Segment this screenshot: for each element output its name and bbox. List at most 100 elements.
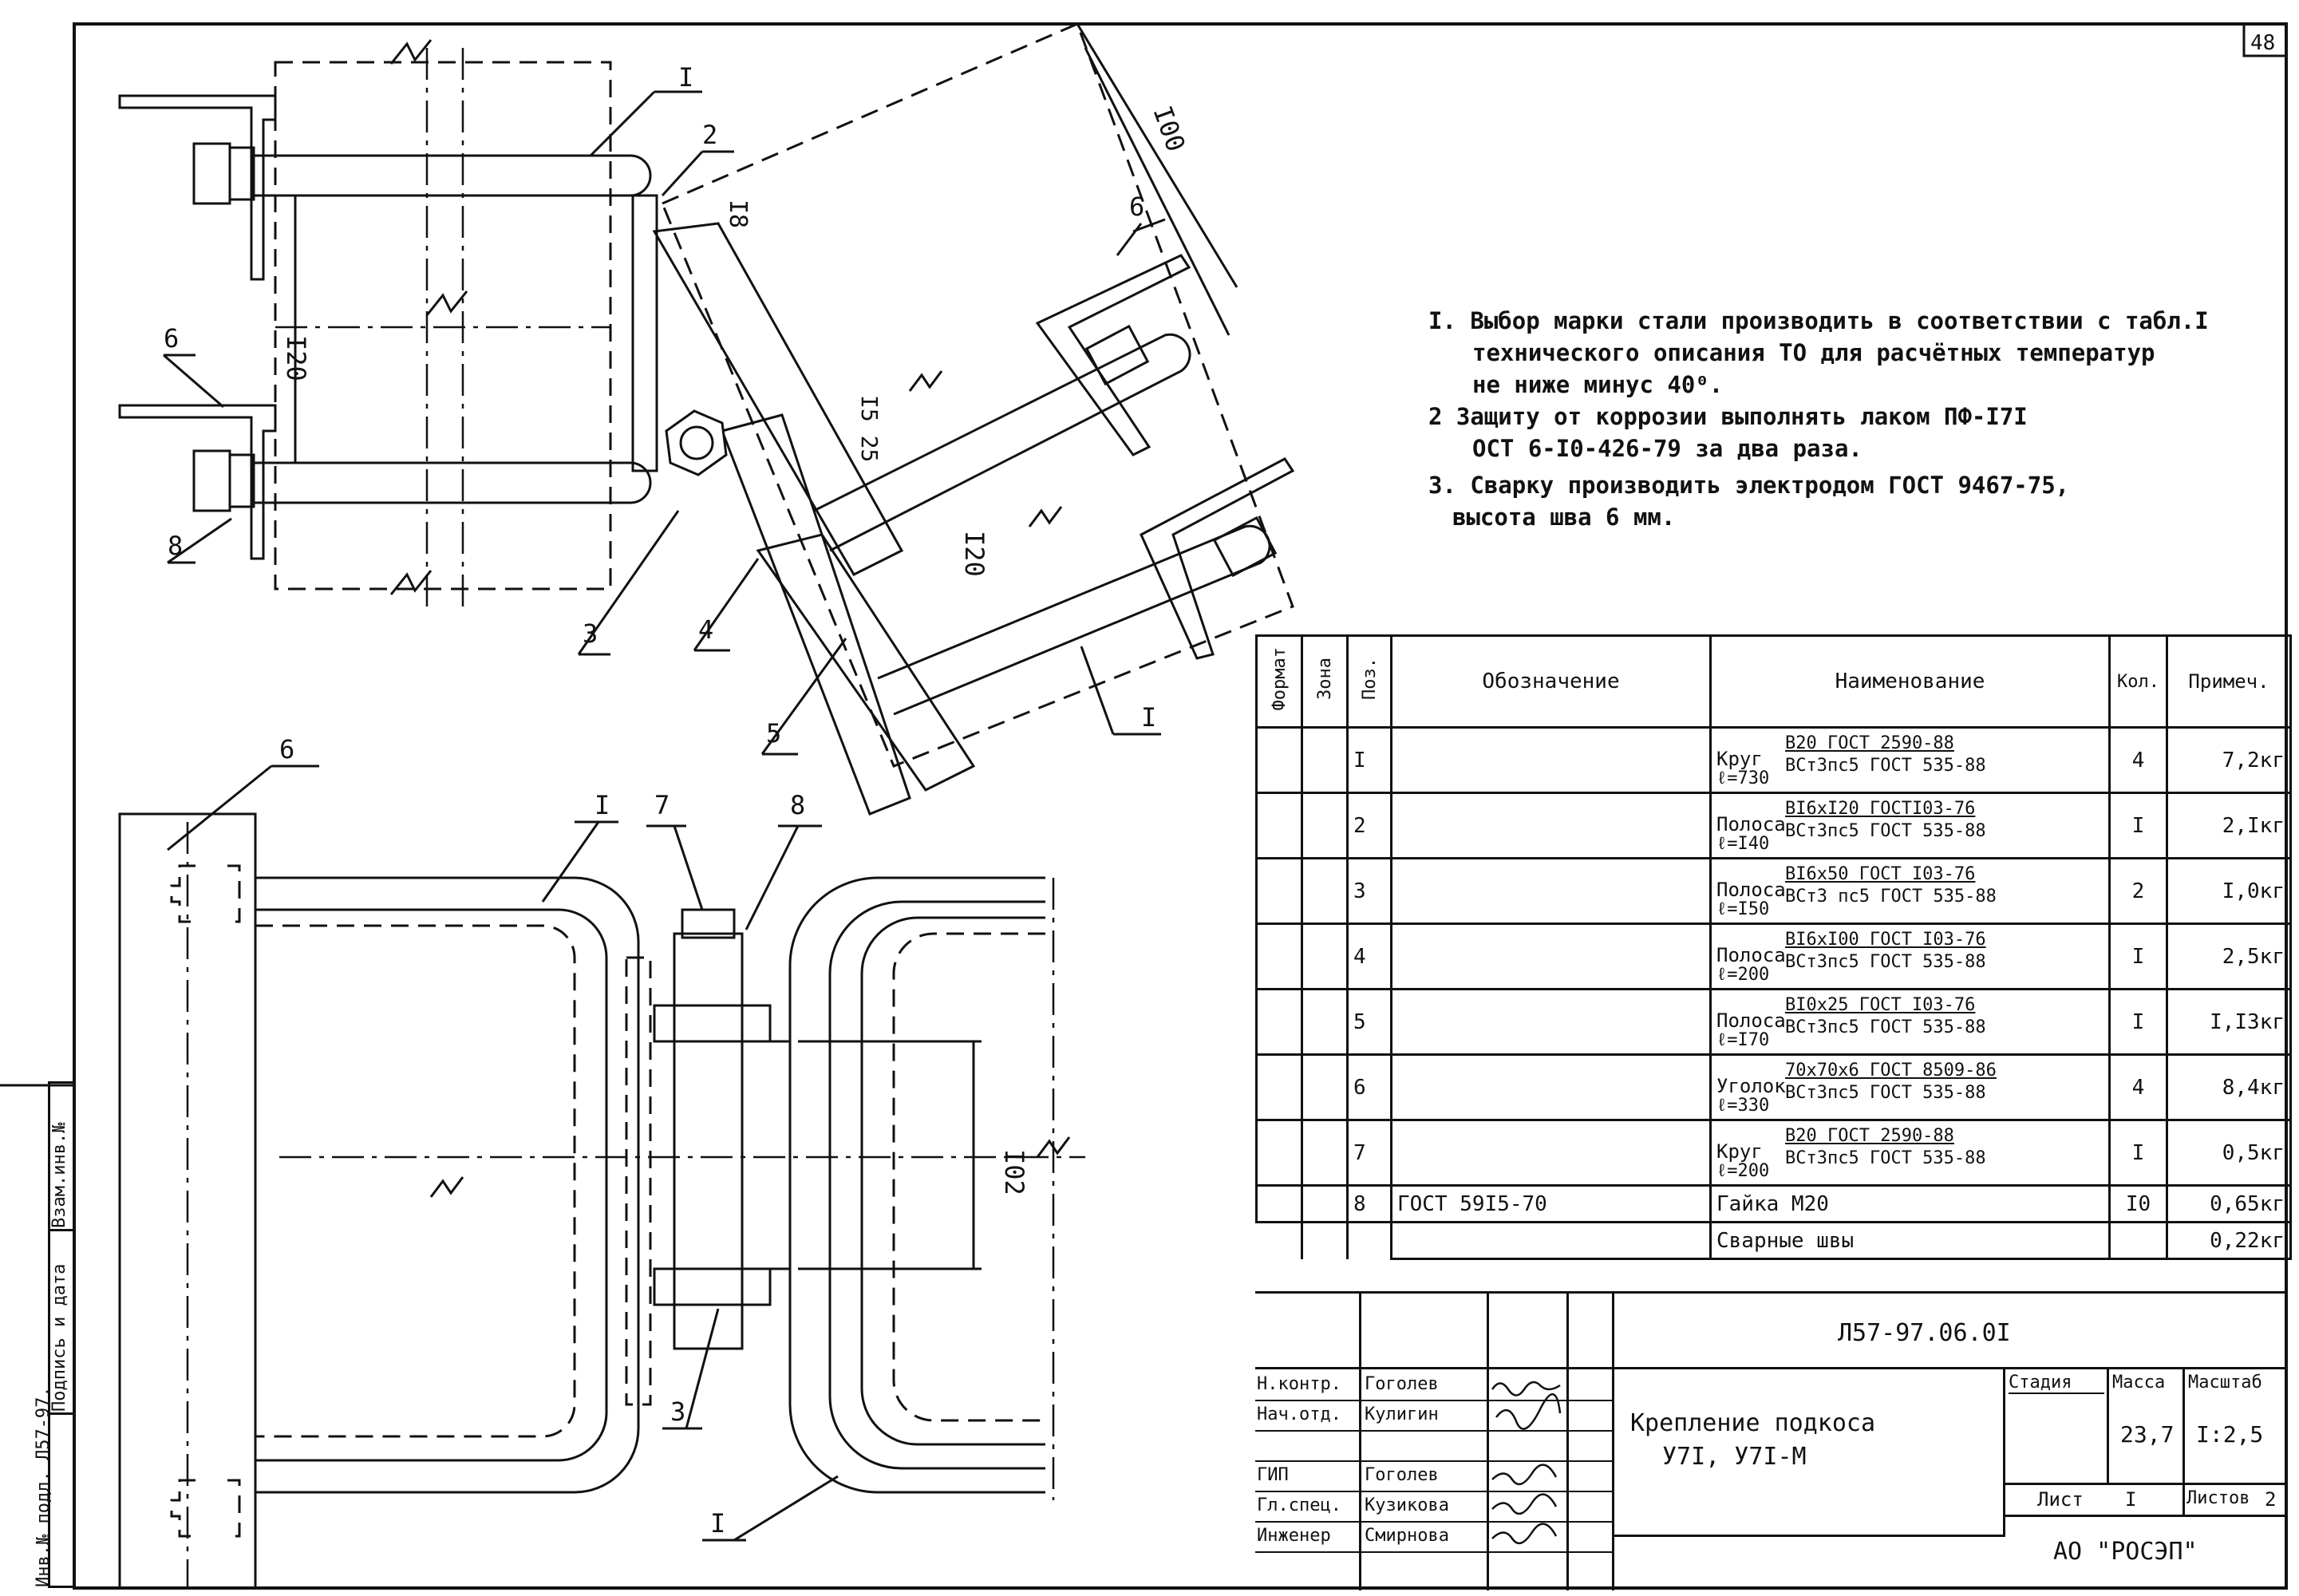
sheet-label: Лист xyxy=(2037,1488,2084,1511)
side-stamp-inv-label: Инв.№ подл. xyxy=(34,1471,53,1587)
svg-text:I: I xyxy=(710,1508,725,1539)
svg-text:I8: I8 xyxy=(724,200,752,228)
note-line: 3. Сварку производить электродом ГОСТ 94… xyxy=(1428,472,2070,499)
row-name-bottom: ВСт3пс5 ГОСТ 535-88 xyxy=(1785,951,1986,972)
sig-name: Гоголев xyxy=(1365,1374,1439,1394)
row-qty: 4 xyxy=(2108,1053,2168,1121)
side-stamp-sign-label: Подпись и дата xyxy=(49,1263,69,1412)
svg-text:8: 8 xyxy=(168,531,183,561)
signature-row: Гл.спец. Кузикова xyxy=(1255,1491,1614,1523)
sheet-number: 48 xyxy=(2250,31,2275,55)
svg-text:7: 7 xyxy=(654,790,670,820)
row-name-bottom: ВСт3пс5 ГОСТ 535-88 xyxy=(1785,820,1986,841)
view-side: I20 I 2 6 8 xyxy=(118,39,734,606)
sig-name: Кулигин xyxy=(1365,1404,1439,1424)
spec-table: Формат Зона Поз. Обозначение Наименовани… xyxy=(1255,634,2292,1260)
scale-label: Масштаб xyxy=(2188,1373,2262,1393)
row-note: 2,5кг xyxy=(2166,922,2292,990)
sheet-number-box xyxy=(2242,22,2288,57)
row-pos: 8 xyxy=(1346,1184,1392,1223)
svg-text:6: 6 xyxy=(164,323,179,354)
row-qty: I xyxy=(2108,988,2168,1056)
row-designation xyxy=(1390,1053,1712,1121)
row-name-prefix: Круг xyxy=(1716,747,1763,770)
row-note: I,0кг xyxy=(2166,857,2292,925)
row-name-sub: ℓ=200 xyxy=(1716,964,1770,985)
doc-code-cell: Л57-97.06.0I xyxy=(1614,1294,2286,1369)
sheets-cell: Листов 2 xyxy=(2185,1485,2286,1517)
row-name-top: 70x70x6 ГОСТ 8509-86 xyxy=(1785,1060,1997,1080)
row-name-prefix: Уголок xyxy=(1716,1074,1786,1097)
col-note: Примеч. xyxy=(2166,634,2292,729)
svg-text:3: 3 xyxy=(670,1396,685,1427)
row-name-top: В20 ГОСТ 2590-88 xyxy=(1785,1125,1954,1146)
row-name-sub: ℓ=I70 xyxy=(1716,1029,1770,1050)
row-name-top: BI6xI20 ГОСТI03-76 xyxy=(1785,798,1976,819)
row-designation xyxy=(1390,726,1712,794)
col-qty: Кол. xyxy=(2108,634,2168,729)
note-line: I. Выбор марки стали производить в соотв… xyxy=(1428,307,2209,334)
row-note: 7,2кг xyxy=(2166,726,2292,794)
note-line: не ниже минус 40⁰. xyxy=(1472,371,1724,398)
row-pos: 6 xyxy=(1346,1053,1392,1121)
doc-code: Л57-97.06.0I xyxy=(1838,1319,2011,1347)
col-name: Наименование xyxy=(1709,634,2111,729)
sig-role: Нач.отд. xyxy=(1257,1404,1341,1424)
side-stamp-box: Инв.№ подл. Л57-97. Подпись и дата Взам.… xyxy=(34,1081,74,1588)
mass-value: 23,7 xyxy=(2120,1421,2175,1448)
title-line1: Крепление подкоса xyxy=(1630,1409,1876,1437)
table-row: Сварные швы 0,22кг xyxy=(1256,1221,2292,1260)
svg-text:I: I xyxy=(678,62,693,93)
organization: АО "РОСЭП" xyxy=(2053,1538,2198,1566)
row-name-prefix: Круг xyxy=(1716,1140,1763,1163)
row-name-sub: ℓ=I40 xyxy=(1716,833,1770,854)
notes: I. Выбор марки стали производить в соотв… xyxy=(1428,305,2258,533)
note-line: высота шва 6 мм. xyxy=(1452,504,1676,531)
sheet-cell: Лист I xyxy=(2005,1485,2185,1517)
row-qty: I xyxy=(2108,922,2168,990)
sheet-value: I xyxy=(2125,1488,2137,1511)
row-name-prefix: Полоса xyxy=(1716,812,1786,836)
row-name-top: В20 ГОСТ 2590-88 xyxy=(1785,733,1954,753)
col-zone: Зона xyxy=(1314,658,1335,700)
mass-label: Масса xyxy=(2112,1373,2166,1393)
row-note: 2,Iкг xyxy=(2166,792,2292,859)
sig-name: Гоголев xyxy=(1365,1465,1439,1485)
sheets-value: 2 xyxy=(2265,1488,2277,1511)
svg-text:2: 2 xyxy=(702,120,717,150)
row-name-prefix: Полоса xyxy=(1716,1009,1786,1032)
row-name-bottom: ВСт3 пс5 ГОСТ 535-88 xyxy=(1785,886,1997,907)
title-line2: У7I, У7I-М xyxy=(1662,1443,1807,1471)
sig-name: Смирнова xyxy=(1365,1526,1449,1546)
row-pos: 4 xyxy=(1346,922,1392,990)
row-pos: 5 xyxy=(1346,988,1392,1056)
row-name-sub: ℓ=730 xyxy=(1716,768,1770,788)
sig-role: ГИП xyxy=(1257,1465,1289,1485)
signature-grid: Н.контр. Гоголев Нач.отд. Кулигин ГИП Го… xyxy=(1255,1294,1614,1590)
row-note: 8,4кг xyxy=(2166,1053,2292,1121)
svg-text:3: 3 xyxy=(583,618,598,649)
view-plan: I02 6 I 7 8 3 I xyxy=(118,734,1085,1590)
side-stamp-sign-cell: Подпись и дата xyxy=(49,1229,74,1415)
svg-text:I20: I20 xyxy=(959,531,990,577)
svg-text:4: 4 xyxy=(698,614,713,645)
row-name: Сварные швы xyxy=(1709,1221,2111,1260)
col-format: Формат xyxy=(1269,646,1290,711)
svg-text:I02: I02 xyxy=(999,1149,1029,1195)
row-qty: I xyxy=(2108,1119,2168,1187)
signature-row: Нач.отд. Кулигин xyxy=(1255,1400,1614,1432)
svg-text:I: I xyxy=(1141,702,1156,733)
organization-cell: АО "РОСЭП" xyxy=(2005,1517,2286,1590)
row-pos: I xyxy=(1346,726,1392,794)
signature-row: Н.контр. Гоголев xyxy=(1255,1369,1614,1401)
row-name-top: BI6x50 ГОСТ I03-76 xyxy=(1785,863,1976,884)
row-name-prefix: Полоса xyxy=(1716,878,1786,901)
title-block: Н.контр. Гоголев Нач.отд. Кулигин ГИП Го… xyxy=(1255,1291,2286,1590)
note-line: 2 Защиту от коррозии выполнять лаком ПФ-… xyxy=(1428,403,2028,430)
row-name-bottom: ВСт3пс5 ГОСТ 535-88 xyxy=(1785,1017,1986,1037)
row-pos: 7 xyxy=(1346,1119,1392,1187)
